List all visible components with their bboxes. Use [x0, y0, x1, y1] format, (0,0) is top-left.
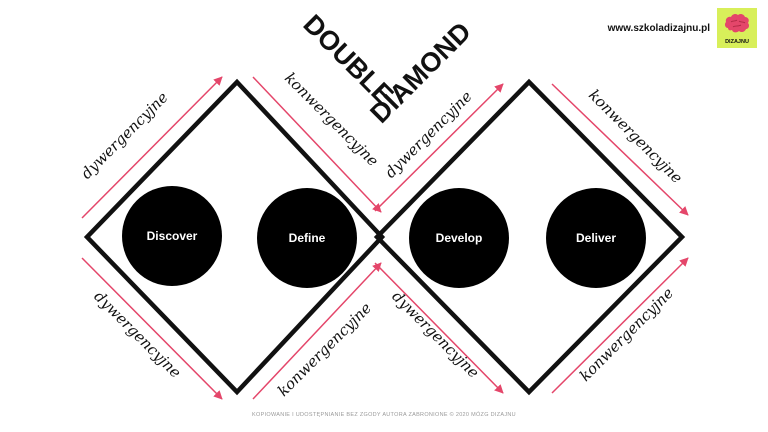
phase-circle-discover [122, 186, 222, 286]
phase-label-deliver: Deliver [576, 231, 616, 245]
edge-label-convergent-2: konwergencyjne [274, 299, 375, 400]
copyright-footer: KOPIOWANIE I UDOSTĘPNIANIE BEZ ZGODY AUT… [252, 412, 516, 418]
phase-label-discover: Discover [147, 229, 198, 243]
phase-circle-develop [409, 188, 509, 288]
edge-label-divergent-2: dywergencyjne [90, 287, 184, 381]
arrow-develop-diverge-top [374, 83, 504, 212]
diamond-right-outline [373, 78, 686, 396]
phase-circle-define [257, 188, 357, 288]
diamond-left-outline [83, 78, 386, 396]
phase-label-develop: Develop [436, 231, 483, 245]
arrow-develop-diverge-bottom [374, 262, 504, 394]
phase-label-define: Define [289, 231, 326, 245]
edge-label-convergent-3: konwergencyjne [585, 86, 686, 187]
edge-label-divergent-1: dywergencyjne [77, 88, 171, 182]
brain-icon [724, 13, 750, 33]
site-url[interactable]: www.szkoladizajnu.pl [607, 23, 710, 34]
edge-label-convergent-4: konwergencyjne [576, 284, 677, 385]
arrow-define-converge-top [252, 76, 382, 213]
logo-text: DIZAJNU [725, 39, 749, 45]
phase-circle-deliver [546, 188, 646, 288]
arrow-discover-diverge-bottom [81, 257, 223, 400]
arrow-deliver-converge-bottom [551, 257, 689, 394]
arrow-define-converge-bottom [252, 262, 382, 400]
arrow-discover-diverge-top [81, 76, 223, 219]
arrow-deliver-converge-top [551, 83, 689, 216]
edge-label-divergent-4: dywergencyjne [388, 287, 482, 381]
brand-logo: DIZAJNU [717, 8, 757, 48]
